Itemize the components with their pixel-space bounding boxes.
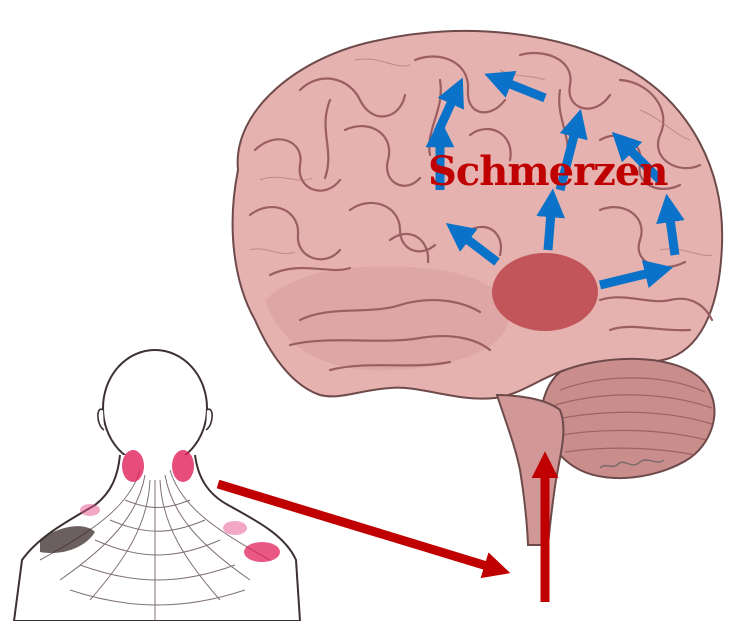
brain-illustration bbox=[233, 31, 723, 545]
trigger-point bbox=[223, 521, 247, 535]
blue-arrow bbox=[548, 200, 552, 250]
brainstem bbox=[497, 395, 563, 545]
trigger-point bbox=[172, 450, 194, 482]
neck-shoulder-illustration bbox=[14, 350, 300, 621]
trigger-point bbox=[80, 504, 100, 516]
trigger-point bbox=[122, 450, 144, 482]
pain-center-ellipse bbox=[492, 253, 598, 331]
pain-label: Schmerzen bbox=[428, 148, 667, 195]
trigger-point bbox=[244, 542, 280, 562]
head-back bbox=[103, 350, 207, 466]
